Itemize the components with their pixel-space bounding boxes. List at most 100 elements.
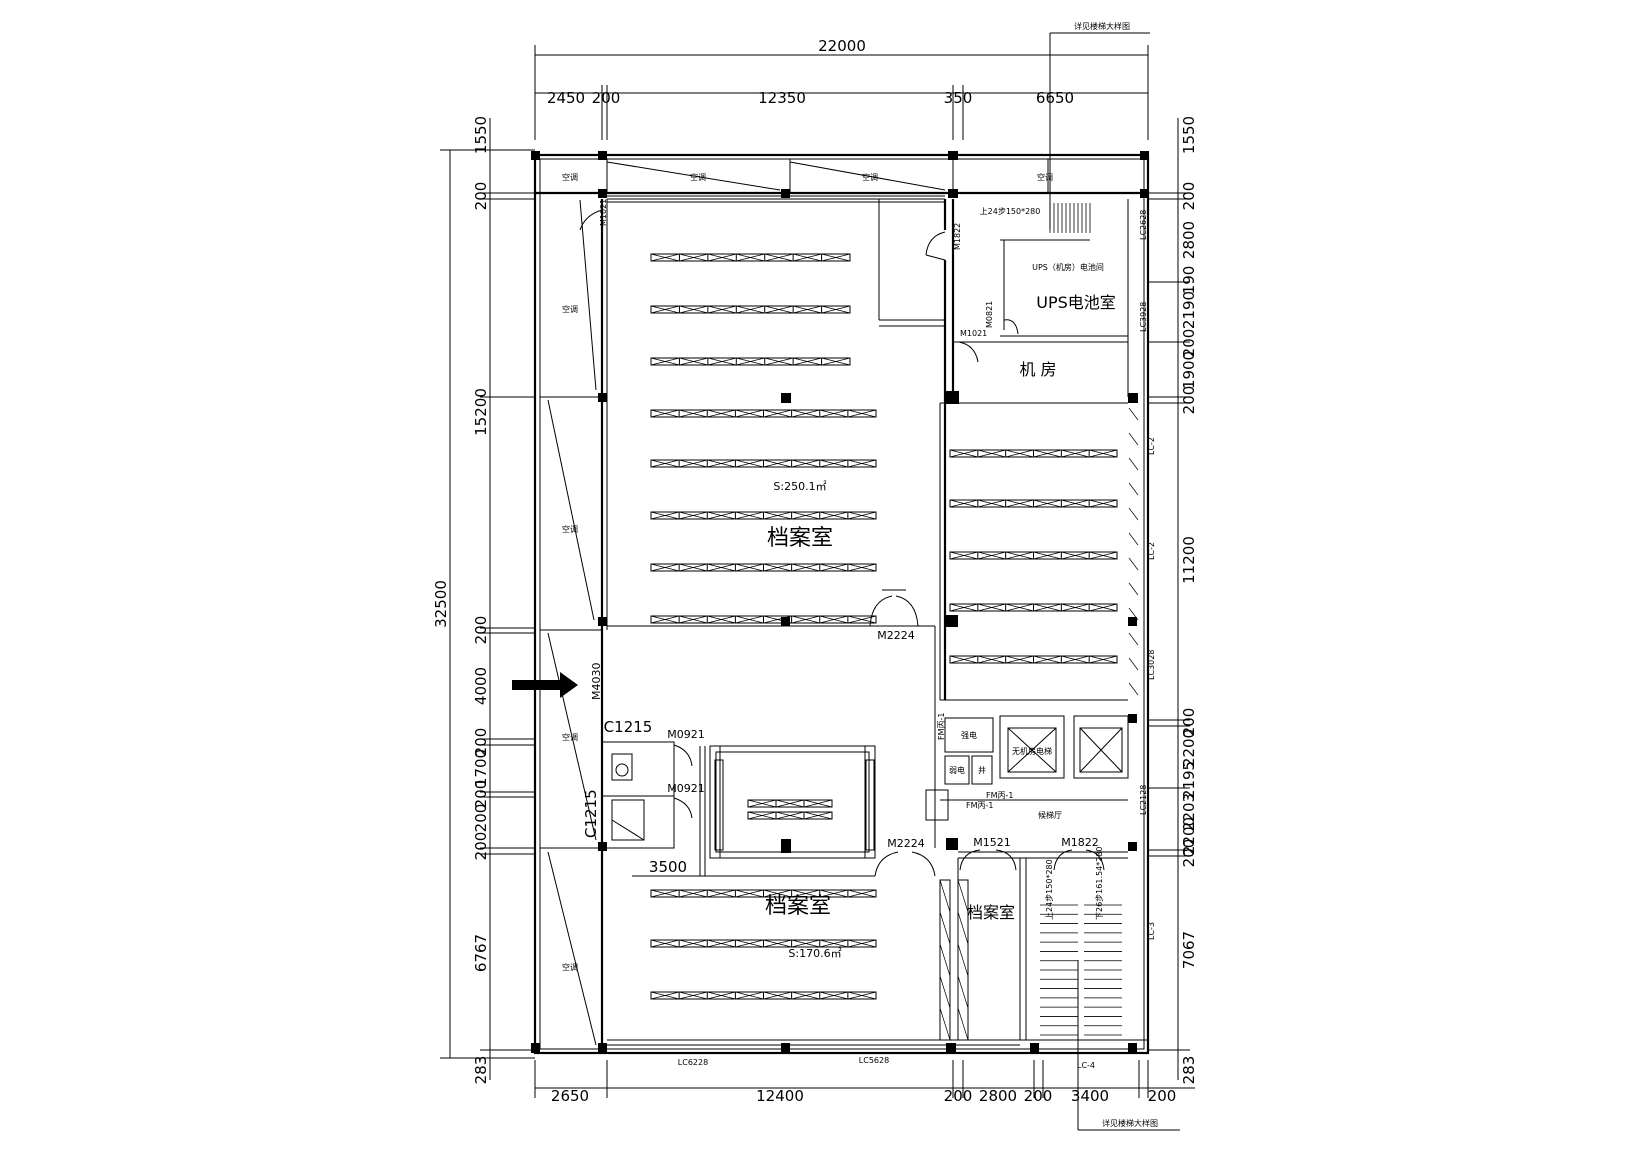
top-window-strip [607, 195, 945, 203]
archive-lower-name: 档案室 [765, 894, 831, 919]
dim-left-6: 200 [472, 728, 490, 757]
elevator-lobby-label: 候梯厅 [1038, 810, 1062, 820]
dim-right-9: 11200 [1180, 536, 1198, 584]
void-label-2: 空调 [690, 172, 706, 182]
dim-left-3: 15200 [472, 388, 490, 436]
door-m1021-right[interactable] [958, 341, 979, 363]
top-balcony [606, 159, 1049, 193]
center-archive-shelves [747, 799, 833, 820]
small-rooms [601, 741, 675, 849]
strong-elec-label: 强电 [961, 730, 977, 740]
center-column [781, 843, 791, 853]
vertical-shelves [714, 759, 969, 1041]
window-lc6228-label: LC6228 [678, 1058, 708, 1067]
machine-room-name: 机 房 [1019, 360, 1056, 379]
archive-main-area: S:250.1㎡ [773, 480, 826, 493]
shelf-main-1 [650, 305, 851, 314]
window-lc2a-label: LC-2 [1147, 437, 1156, 455]
void-label-5: 空调 [562, 304, 578, 314]
door-m1822-top[interactable] [925, 231, 946, 261]
stair-bottom [1040, 904, 1122, 1036]
void-label-7: 空调 [562, 732, 578, 742]
dim-right-15: 200 [1180, 839, 1198, 868]
elevator-label: 无机房电梯 [1012, 746, 1052, 756]
window-hatch-11 [1128, 682, 1139, 696]
window-lc3-label: LC-3 [1147, 922, 1156, 940]
center-archive [699, 745, 876, 877]
window-hatch-4 [1128, 507, 1139, 521]
dim-right-17: 283 [1180, 1056, 1198, 1085]
window-hatch-3 [1128, 482, 1139, 496]
door-fm3-label: FM丙-1 [966, 801, 993, 810]
dim-right-2: 200 [1180, 182, 1198, 211]
dim-top-1: 2450 [547, 89, 585, 107]
window-lc4-label: LC-4 [1077, 1061, 1095, 1070]
dim-right-13: 2203 [1180, 793, 1198, 831]
dim-left-1: 1550 [472, 116, 490, 154]
window-hatch-7 [1128, 582, 1139, 596]
dim-left-5: 4000 [472, 667, 490, 705]
dim-top-total: 22000 [818, 37, 866, 55]
right-windows [1128, 407, 1139, 696]
window-hatch-1 [1128, 432, 1139, 446]
void-label-6: 空调 [562, 524, 578, 534]
window-hatch-6 [1128, 557, 1139, 571]
dim-right-10: 200 [1180, 708, 1198, 737]
elevator-core [925, 715, 1129, 821]
door-m0821-label: M0821 [985, 301, 994, 328]
note-bottom-leader [1077, 960, 1180, 1131]
stair-top [1049, 203, 1091, 233]
door-m2224-lower-label: M2224 [887, 837, 925, 850]
archive-lower-area: S:170.6㎡ [788, 947, 841, 960]
dim-right-7: 1900 [1180, 351, 1198, 389]
center-side-shelf-1 [865, 759, 875, 851]
bottom-dimension-lines [534, 1060, 1195, 1098]
ups-note-label: UPS（机房）电池间 [1032, 262, 1104, 272]
door-m1521-label: M1521 [973, 836, 1011, 849]
door-m0921-bottom-label: M0921 [667, 782, 705, 795]
window-lc2128-label: LC2128 [1139, 785, 1148, 815]
dim-left-10: 200 [472, 832, 490, 861]
door-m0821[interactable] [1003, 319, 1019, 335]
columns [531, 151, 1149, 1053]
window-lc2b-label: LC-2 [1147, 542, 1156, 560]
dim-left-7: 1700 [472, 749, 490, 787]
dim-bottom-5: 200 [1024, 1087, 1053, 1105]
window-lc3028-label: LC3028 [1147, 650, 1156, 680]
door-m4030-label: M4030 [590, 663, 603, 701]
ups-room-name: UPS电池室 [1036, 293, 1116, 312]
dim-left-4: 200 [472, 616, 490, 645]
door-m2224-upper[interactable] [869, 589, 919, 627]
shelf-center-1 [747, 811, 833, 820]
archive-main-walls [607, 199, 1128, 848]
shelf-main-2 [650, 357, 851, 366]
void-label-1: 空调 [562, 172, 578, 182]
archive-small-name: 档案室 [967, 903, 1015, 922]
door-m2224-lower[interactable] [874, 851, 936, 877]
note-top: 详见楼梯大样图 [1074, 21, 1130, 31]
window-hatch-0 [1128, 407, 1139, 421]
dim-bottom-1: 2650 [551, 1087, 589, 1105]
dim-top-4: 350 [944, 89, 973, 107]
dim-3500: 3500 [649, 858, 687, 876]
void-label-4: 空调 [1037, 172, 1053, 182]
dim-right-3: 2800 [1180, 221, 1198, 259]
door-m0921-bottom[interactable] [673, 797, 693, 819]
left-dimension-lines [440, 118, 535, 1080]
void-label-3: 空调 [862, 172, 878, 182]
window-lc5628-label: LC5628 [859, 1056, 889, 1065]
left-strip [540, 199, 608, 1053]
center-side-shelf-0 [714, 759, 724, 851]
dim-bottom-4: 2800 [979, 1087, 1017, 1105]
window-hatch-9 [1128, 632, 1139, 646]
dim-left-12: 283 [472, 1056, 490, 1085]
door-m0921-top[interactable] [673, 744, 693, 767]
bottom-window-strip [607, 1039, 1148, 1046]
shelf-main-0 [650, 253, 851, 262]
door-m1822-bottom[interactable] [1053, 849, 1105, 871]
door-m1521[interactable] [959, 849, 1017, 871]
door-m1021-left[interactable] [579, 209, 603, 231]
dim-bottom-3: 200 [944, 1087, 973, 1105]
archive-main-name: 档案室 [767, 526, 833, 551]
